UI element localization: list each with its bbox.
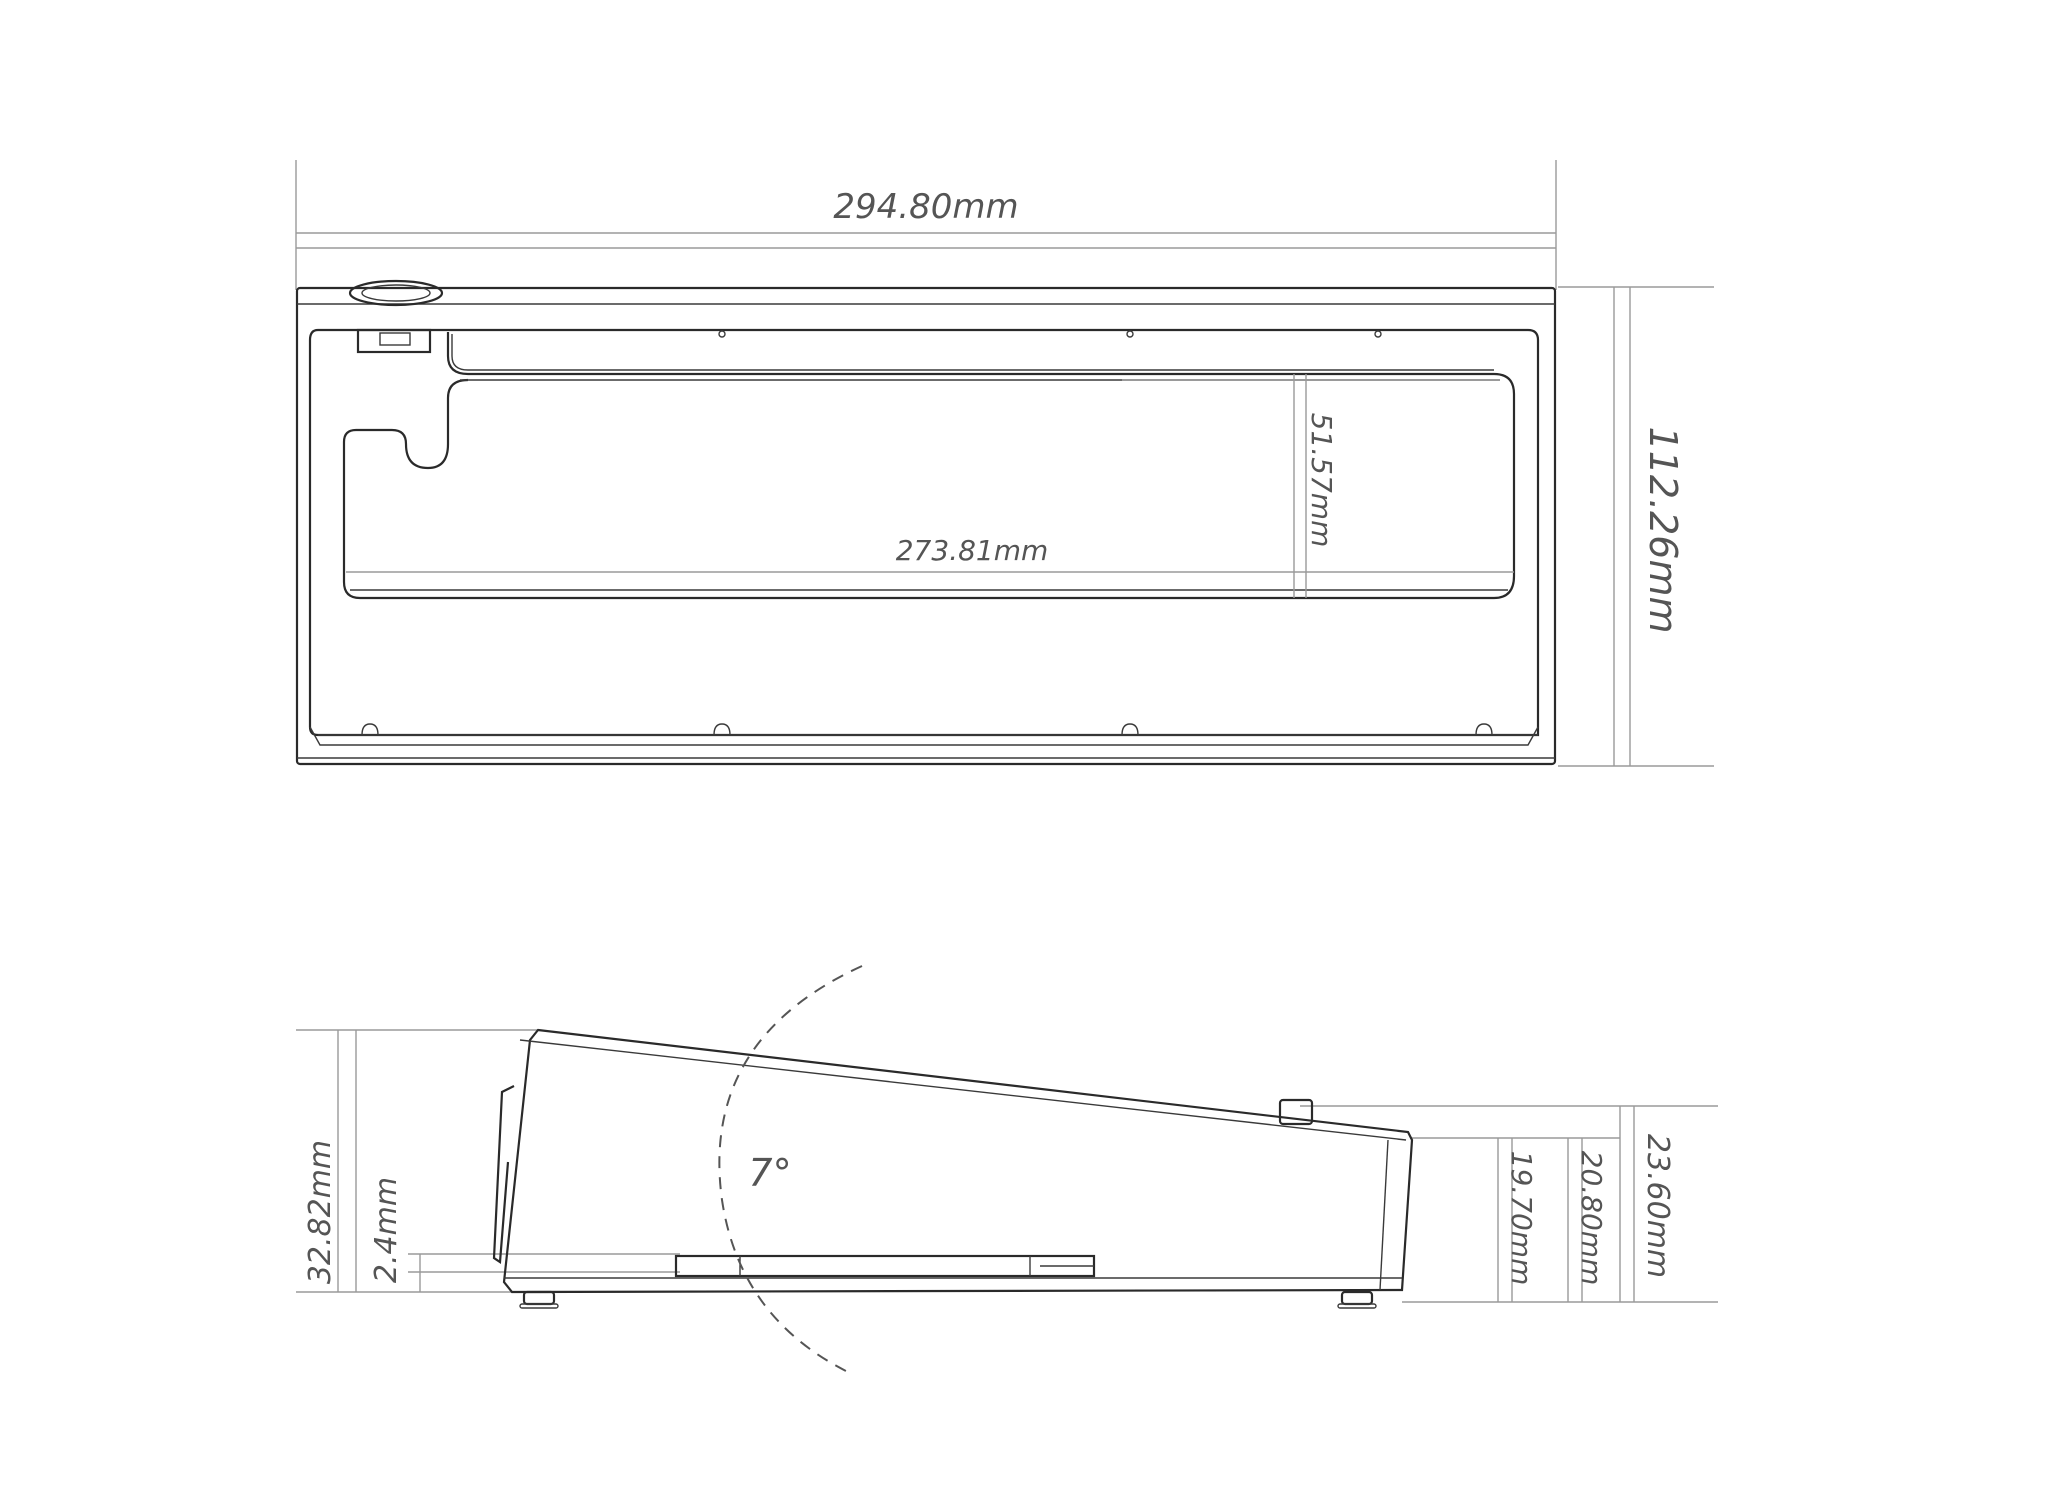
foot-height-label: 2.4mm bbox=[369, 1177, 404, 1283]
pcb-outline bbox=[342, 332, 1516, 600]
side-wedge-body bbox=[502, 1028, 1414, 1294]
side-knob-icon bbox=[1278, 1098, 1314, 1126]
top-inner-tray bbox=[308, 328, 1540, 737]
usb-port-icon bbox=[356, 328, 432, 354]
knob-icon bbox=[348, 279, 444, 307]
top-outer-housing bbox=[295, 286, 1557, 766]
overall-depth-label: 112.26mm bbox=[1641, 427, 1685, 634]
top-view: 294.80mm 273.81mm 51.57mm 112.26mm bbox=[295, 160, 1714, 767]
top-mounting-tabs bbox=[361, 330, 1493, 736]
rear-height-a-label: 19.70mm bbox=[1505, 1151, 1538, 1286]
inner-width-label: 273.81mm bbox=[896, 534, 1049, 567]
front-lip bbox=[492, 1085, 515, 1264]
side-view: 7° 32.82mm 2.4mm 19.70mm 20.80mm 23.60mm bbox=[296, 965, 1718, 1375]
tilt-angle-arc bbox=[718, 965, 863, 1375]
tilt-angle-label: 7° bbox=[748, 1151, 791, 1195]
front-height-label: 32.82mm bbox=[303, 1140, 338, 1284]
rear-height-c-label: 23.60mm bbox=[1640, 1134, 1675, 1278]
overall-width-label: 294.80mm bbox=[833, 187, 1018, 227]
rubber-feet bbox=[519, 1290, 1377, 1309]
inner-depth-label: 51.57mm bbox=[1305, 413, 1338, 548]
rear-height-b-label: 20.80mm bbox=[1575, 1151, 1608, 1286]
